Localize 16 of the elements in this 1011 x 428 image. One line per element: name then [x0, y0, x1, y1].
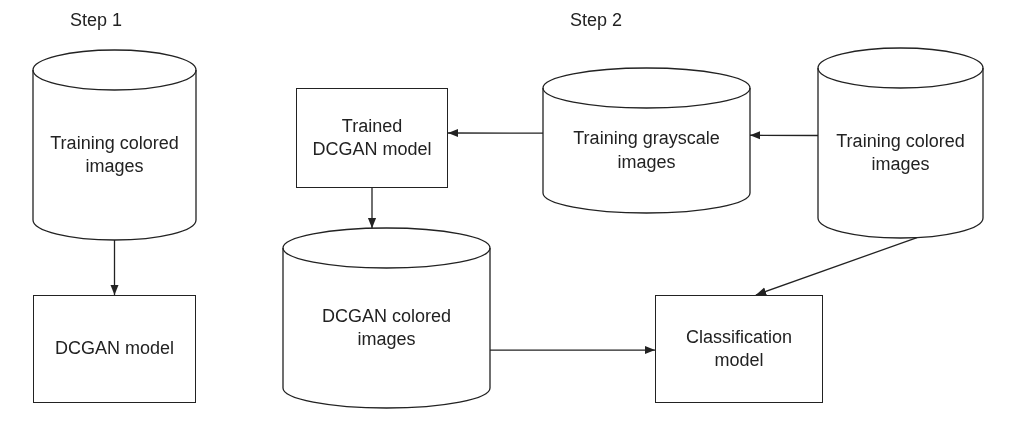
- arrow: [110, 239, 119, 296]
- arrow: [447, 128, 544, 138]
- node-label: Training colored images: [835, 129, 966, 176]
- step-label: Step 1: [70, 10, 123, 31]
- node-label: DCGAN colored images: [320, 304, 452, 351]
- node-label: Trained DCGAN model: [312, 114, 432, 161]
- node-label: Training grayscale images: [572, 127, 721, 174]
- arrow: [367, 187, 377, 229]
- step-label: Step 2: [570, 10, 623, 31]
- node-label: DCGAN model: [55, 337, 174, 361]
- arrow: [755, 236, 918, 296]
- node-label: Training colored images: [49, 131, 180, 178]
- process-box: [655, 295, 823, 403]
- process-box: [296, 88, 448, 188]
- node-label: Classification model: [684, 325, 793, 372]
- process-box: [33, 295, 196, 403]
